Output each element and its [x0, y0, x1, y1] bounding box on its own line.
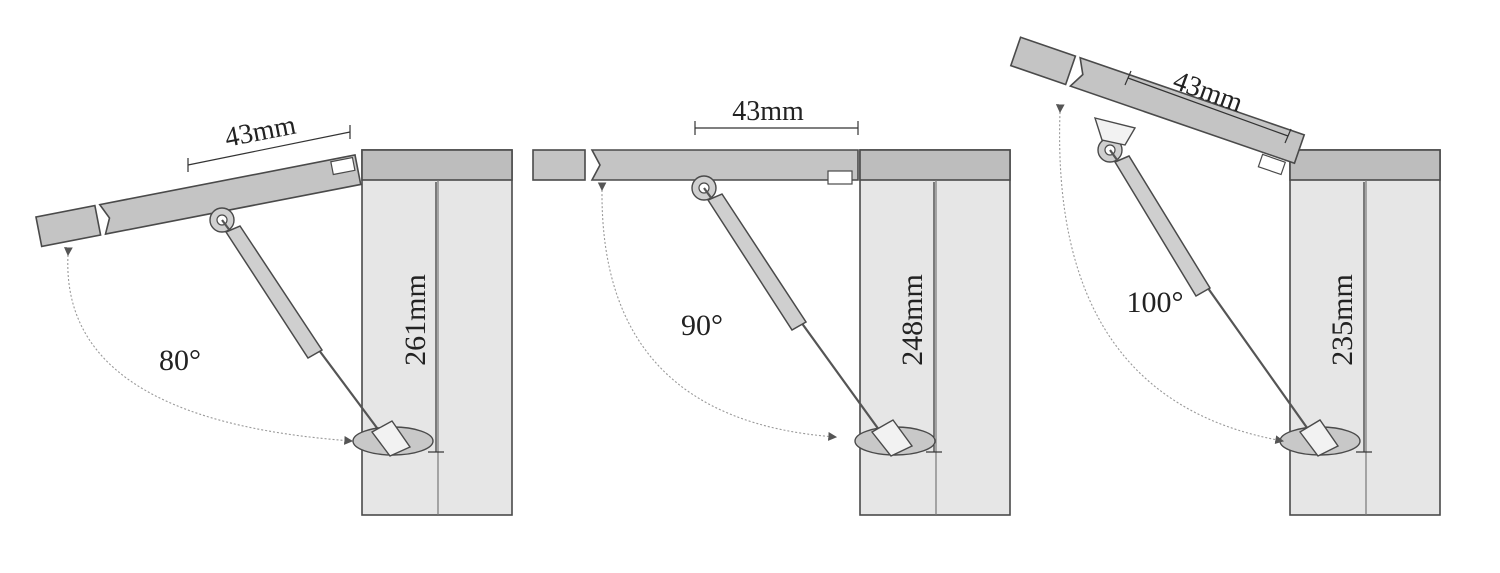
height-label: 261mm	[399, 274, 432, 366]
lid-door	[532, 149, 859, 185]
lid-door	[35, 154, 362, 248]
cabinet-top	[361, 149, 513, 181]
cabinet-top	[859, 149, 1011, 181]
gas-strut-cylinder	[1113, 155, 1212, 298]
panel-80-degree: 261mm 43mm 80°	[35, 110, 513, 516]
lid-door	[1009, 36, 1306, 176]
gas-strut-cylinder	[224, 225, 324, 360]
angle-arc	[63, 247, 354, 445]
panel-100-degree: 235mm 43mm 100°	[1009, 36, 1441, 516]
angle-label: 80°	[159, 344, 201, 377]
cabinet-top	[1289, 149, 1441, 181]
cabinet-side	[361, 149, 513, 516]
width-dimension-line	[187, 131, 351, 166]
angle-label: 90°	[681, 309, 723, 342]
width-label: 43mm	[732, 96, 804, 127]
height-label: 248mm	[896, 274, 929, 366]
height-label: 235mm	[1326, 274, 1359, 366]
cabinet-side	[859, 149, 1011, 516]
cabinet-side	[1289, 149, 1441, 516]
width-label: 43mm	[222, 110, 298, 154]
angle-arc	[1055, 104, 1285, 444]
angle-label: 100°	[1127, 286, 1184, 319]
panel-90-degree: 248mm 43mm 90°	[532, 96, 1011, 516]
angle-arc	[597, 182, 838, 441]
